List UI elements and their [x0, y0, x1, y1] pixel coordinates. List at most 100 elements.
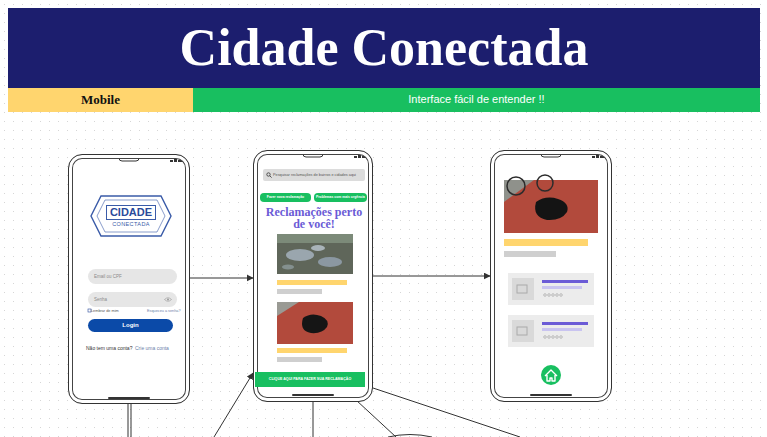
image-icon: [517, 327, 527, 335]
phone-frame: Reclamações perto de você! Pesquisar recl…: [253, 150, 373, 402]
puddle: [318, 257, 342, 267]
comment-card: [508, 273, 594, 305]
puddle: [311, 245, 325, 251]
node-text: Senha: [94, 297, 107, 302]
rating-stars: [544, 336, 563, 339]
node-text: Lembrar de mim: [91, 309, 119, 314]
node-text: CONECTADA: [112, 221, 150, 228]
title-placeholder: [504, 239, 588, 246]
card: [508, 315, 594, 347]
section-band: Mobile: [8, 88, 193, 112]
status-icons: [170, 155, 605, 162]
text-bar: [542, 286, 582, 289]
home-indicator: [293, 394, 333, 396]
offpage-line: [131, 404, 132, 437]
status-icon: [358, 155, 361, 158]
node-text: Crie uma conta: [135, 345, 169, 351]
status-icon: [174, 159, 177, 162]
home-icon: [545, 370, 557, 381]
puddle: [282, 265, 294, 270]
text-placeholder: [504, 251, 556, 257]
text-placeholder: [277, 289, 322, 294]
title-band: Cidade Conectada: [8, 8, 760, 88]
text-placeholder: [277, 357, 322, 362]
image-icon: [517, 285, 527, 293]
flow-arrow: [190, 278, 253, 279]
card: [508, 273, 594, 305]
node-text: Não tem uma conta?: [86, 345, 132, 351]
logo: CIDADECONECTADA: [89, 193, 173, 239]
section-band: Interface fácil de entender !!: [193, 88, 760, 112]
input-field: Email ou CPF: [88, 269, 177, 284]
title-placeholder: [277, 280, 347, 285]
phone-frame: [490, 150, 612, 402]
node-text: CLIQUE AQUI PARA FAZER SUA RECLAMAÇÃO: [269, 377, 351, 381]
status-icon: [600, 156, 605, 158]
checkbox: [88, 309, 91, 312]
avatar: [512, 278, 534, 300]
flow-arrow: [373, 276, 490, 277]
action-button: Fazer nova reclamação: [260, 193, 311, 202]
login-button: Login: [88, 319, 173, 332]
phone-screen: [253, 150, 373, 402]
status-icon: [596, 155, 599, 158]
node-text: Interface fácil de entender !!: [408, 93, 544, 106]
status-icon: [170, 160, 173, 162]
pothole: [535, 198, 567, 221]
offpage-line: [128, 404, 129, 437]
action-button: Problemas com mais urgência: [314, 193, 367, 202]
title-placeholder: [277, 348, 347, 353]
phone-notch: [109, 155, 149, 161]
offpage-line: [373, 388, 520, 437]
phone-notch: [531, 151, 571, 157]
node-text: Fazer nova reclamação: [267, 195, 304, 199]
phone-screen: [68, 150, 612, 404]
input-field: Senha: [88, 292, 177, 307]
node-text: CIDADE: [106, 205, 156, 220]
cta-bar: CLIQUE AQUI PARA FAZER SUA RECLAMAÇÃO: [255, 372, 365, 387]
phone-frame: Lembrar de mim Esqueceu a senha? Não tem u…: [68, 154, 190, 404]
rating-stars: [544, 294, 563, 297]
photo-ground: [277, 302, 299, 316]
photo-ground: [277, 234, 353, 274]
status-icon: [592, 156, 595, 158]
search-bar: Pesquisar reclamações de bairros e cidad…: [263, 169, 365, 181]
name-bar: [542, 280, 588, 283]
node-text: Email ou CPF: [94, 274, 122, 279]
bike-wheel: [537, 175, 553, 191]
status-icon: [362, 156, 367, 158]
offpage-arrow: [214, 373, 253, 437]
home-indicator: [109, 395, 571, 398]
node-text: Reclamações perto de você!: [259, 206, 369, 230]
name-bar: [542, 322, 588, 325]
node-text: Esqueceu a senha?: [147, 309, 181, 314]
text-bar: [542, 328, 582, 331]
phone-notch: [293, 151, 333, 157]
phone-screen: [490, 150, 612, 402]
phone-screen: [68, 154, 190, 404]
avatar: [512, 320, 534, 342]
node-text: Login: [122, 322, 138, 329]
puddle: [286, 249, 314, 261]
pothole-photo: [277, 234, 353, 274]
home-indicator: [531, 394, 571, 396]
search-icon: [266, 172, 272, 178]
offpage-shape: [388, 435, 432, 437]
bike-lane-photo: [504, 175, 598, 233]
offpage-line: [313, 402, 314, 437]
node-text: Problemas com mais urgência: [316, 195, 365, 199]
photo-ground: [277, 302, 353, 344]
status-icon: [354, 156, 357, 158]
comment-card: [508, 315, 594, 347]
phone-notch: [109, 151, 571, 161]
home-button: [541, 365, 561, 385]
home-indicator: [109, 397, 149, 399]
status-icon: [178, 160, 183, 162]
node-text: Pesquisar reclamações de bairros e cidad…: [273, 173, 356, 178]
title: Cidade Conectada: [180, 22, 589, 74]
bike-wheel: [507, 177, 525, 195]
bike-lane-photo: [277, 302, 353, 344]
eye-icon: [164, 297, 172, 302]
offpage-line: [356, 400, 396, 437]
